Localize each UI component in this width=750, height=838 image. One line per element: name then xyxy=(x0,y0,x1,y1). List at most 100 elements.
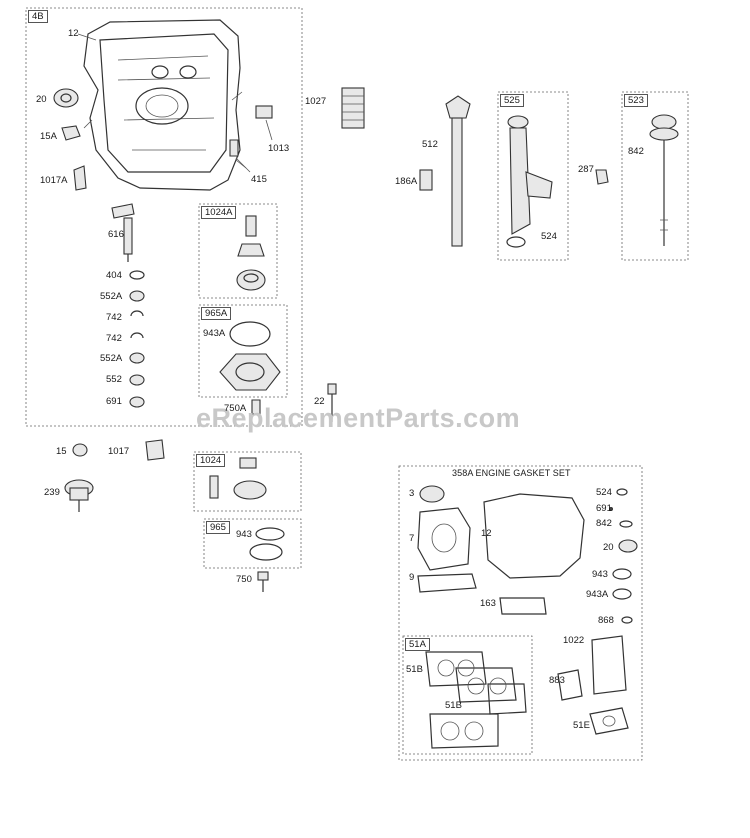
callout-552: 552 xyxy=(106,374,122,385)
part-1013-drawing xyxy=(255,105,273,119)
group-box-523 xyxy=(621,91,689,261)
callout-943a: 943A xyxy=(203,328,226,339)
part-186a-drawing xyxy=(419,169,433,191)
part-691-drawing xyxy=(129,396,145,408)
seal-524-drawing xyxy=(616,488,628,496)
dipstick-tube-drawing xyxy=(445,95,471,247)
clip-742-drawing xyxy=(130,310,144,317)
callout-1017: 1017 xyxy=(108,446,130,457)
callout-set-524: 524 xyxy=(596,487,612,498)
assembly-965-drawing xyxy=(249,527,285,561)
gasket-9-drawing xyxy=(417,573,477,593)
engine-block-drawing xyxy=(83,19,247,191)
callout-524: 524 xyxy=(541,231,557,242)
gasket-51e-drawing xyxy=(589,707,629,735)
group-tag-1024: 1024 xyxy=(196,454,226,467)
gasket-7-drawing xyxy=(417,507,471,571)
callout-1017a: 1017A xyxy=(40,175,68,186)
bolt-22-drawing xyxy=(327,383,337,422)
callout-set-163: 163 xyxy=(480,598,496,609)
callout-750a: 750A xyxy=(224,403,247,414)
bolt-415-drawing xyxy=(229,139,239,157)
oil-seal-drawing xyxy=(53,88,79,108)
group-tag-4b: 4B xyxy=(28,10,48,23)
callout-set-1022: 1022 xyxy=(563,635,585,646)
callout-set-3: 3 xyxy=(409,488,415,499)
washer-404-drawing xyxy=(129,270,145,280)
dipstick-523-drawing xyxy=(649,114,679,246)
gasket-12-drawing xyxy=(483,493,585,579)
callout-set-7: 7 xyxy=(409,533,415,544)
assembly-965a-drawing xyxy=(219,321,281,391)
assembly-1024-drawing xyxy=(209,457,267,500)
part-1017a-drawing xyxy=(73,165,87,191)
callout-239: 239 xyxy=(44,487,60,498)
callout-set-20: 20 xyxy=(603,542,614,553)
watermark-text: eReplacementParts.com xyxy=(196,403,521,433)
part-239-drawing xyxy=(64,479,94,512)
callout-set-51e: 51E xyxy=(573,720,590,731)
clip-742-drawing-2 xyxy=(130,332,144,339)
ring-842-drawing xyxy=(619,520,633,528)
callout-943: 943 xyxy=(236,529,252,540)
part-15-drawing xyxy=(72,443,88,457)
part-1027-drawing xyxy=(341,87,365,129)
seal-20-set-drawing xyxy=(618,539,638,553)
callout-set-51b: 51B xyxy=(406,664,423,675)
callout-1027: 1027 xyxy=(305,96,327,107)
ring-868-drawing xyxy=(621,616,633,624)
screw-750a-drawing xyxy=(251,399,261,415)
callout-750: 750 xyxy=(236,574,252,585)
callout-set-868: 868 xyxy=(598,615,614,626)
gasket-163-drawing xyxy=(499,597,547,615)
callout-552a-2: 552A xyxy=(100,353,123,364)
callout-set-883: 883 xyxy=(549,675,565,686)
gasket-883-drawing xyxy=(557,669,583,701)
group-tag-965a: 965A xyxy=(201,307,232,320)
part-15a-drawing xyxy=(61,125,81,141)
group-box-4b xyxy=(25,7,303,427)
group-tag-51a: 51A xyxy=(405,638,430,651)
ring-943a-drawing xyxy=(612,588,632,600)
callout-set-691: 691 xyxy=(596,503,612,514)
group-box-525 xyxy=(497,91,569,261)
callout-12: 12 xyxy=(68,28,79,39)
group-box-965a xyxy=(198,304,288,398)
callout-set-9: 9 xyxy=(409,572,415,583)
callout-22: 22 xyxy=(314,396,325,407)
part-552a-drawing-2 xyxy=(129,352,145,364)
callout-15a: 15A xyxy=(40,131,57,142)
gasket-3-drawing xyxy=(419,485,445,503)
callout-15: 15 xyxy=(56,446,67,457)
callout-set-943a: 943A xyxy=(586,589,609,600)
callout-404: 404 xyxy=(106,270,122,281)
callout-691: 691 xyxy=(106,396,122,407)
callout-186a: 186A xyxy=(395,176,418,187)
callout-set-51b-2: 51B xyxy=(445,700,462,711)
gasket-set-title: 358A ENGINE GASKET SET xyxy=(452,468,571,478)
assembly-1024a-drawing xyxy=(236,215,266,291)
part-1017-drawing xyxy=(145,439,165,461)
group-box-965 xyxy=(203,518,302,569)
callout-552a: 552A xyxy=(100,291,123,302)
group-box-51a xyxy=(402,635,533,755)
part-552-drawing xyxy=(129,374,145,386)
callout-512: 512 xyxy=(422,139,438,150)
group-tag-965: 965 xyxy=(206,521,230,534)
group-box-358a xyxy=(398,465,643,761)
callout-287: 287 xyxy=(578,164,594,175)
group-tag-523: 523 xyxy=(624,94,648,107)
callout-742: 742 xyxy=(106,312,122,323)
gasket-1022-drawing xyxy=(591,635,627,695)
screw-750-drawing xyxy=(257,571,269,592)
callout-616: 616 xyxy=(108,229,124,240)
callout-1013: 1013 xyxy=(268,143,290,154)
part-552a-drawing xyxy=(129,290,145,302)
callout-20: 20 xyxy=(36,94,47,105)
group-box-1024a xyxy=(198,203,278,299)
group-box-1024 xyxy=(193,451,302,512)
callout-set-842: 842 xyxy=(596,518,612,529)
tube-525-drawing xyxy=(506,115,553,248)
group-tag-1024a: 1024A xyxy=(201,206,237,219)
